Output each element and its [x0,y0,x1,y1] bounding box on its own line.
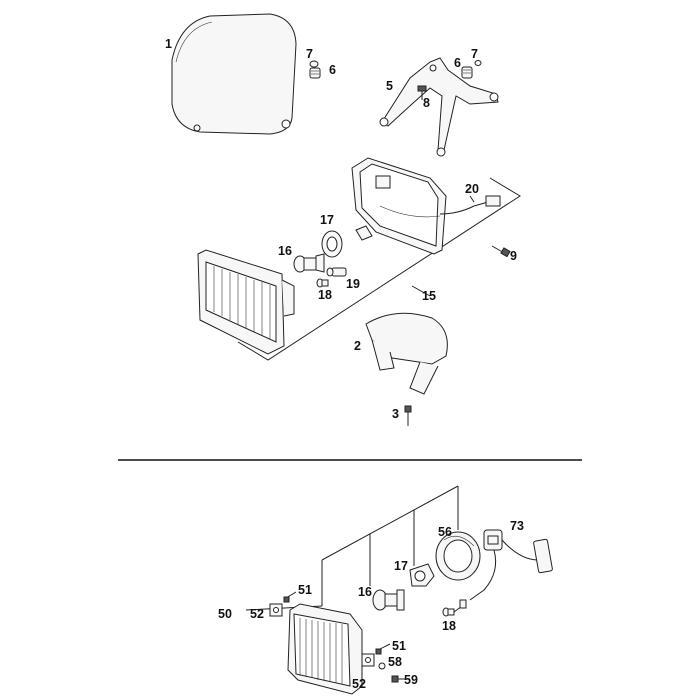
part-6-7-bushing-right [461,60,482,79]
label-part-16: 16 [278,244,292,258]
label-part-6: 6 [329,63,336,77]
label-part-17-lower: 17 [394,559,408,573]
label-part-50: 50 [218,607,232,621]
part-19-socket [326,267,347,277]
label-part-73: 73 [510,519,524,533]
part-16-bulb [293,253,325,273]
part-17-holder [321,225,373,258]
part-59-screw [391,675,410,683]
label-part-51-top: 51 [298,583,312,597]
label-part-7: 7 [306,47,313,61]
part-8-bolt [417,85,427,100]
part-17-holder-lower [409,563,435,587]
label-part-52-bottom: 52 [352,677,366,691]
label-part-7-right: 7 [471,47,478,61]
part-15-housing [351,157,447,255]
part-18-bulb-lower [442,599,467,617]
part-18-bulb [316,278,329,288]
headlight-lens-upper [197,249,295,355]
part-3-screw [404,405,412,426]
label-part-51-bottom: 51 [392,639,406,653]
part-58-nut [378,662,386,670]
label-part-16-lower: 16 [358,585,372,599]
lower-leader-lines [245,485,459,611]
label-part-3: 3 [392,407,399,421]
label-part-58: 58 [388,655,402,669]
label-part-18-lower: 18 [442,619,456,633]
part-5-bracket [379,57,499,157]
part-52-adjuster-top [269,603,283,617]
label-part-19: 19 [346,277,360,291]
label-part-5: 5 [386,79,393,93]
label-part-8: 8 [423,96,430,110]
part-9-screw [491,245,511,258]
part-1-mask [171,13,297,135]
label-part-17: 17 [320,213,334,227]
label-part-6-right: 6 [454,56,461,70]
part-16-bulb-lower [372,589,405,611]
part-56-ring [435,531,481,581]
label-part-15: 15 [422,289,436,303]
label-part-56: 56 [438,525,452,539]
headlight-lens-lower [287,603,363,695]
part-52-adjuster-bottom [361,653,375,667]
label-part-18: 18 [318,288,332,302]
label-part-59: 59 [404,673,418,687]
part-20-connector [439,195,501,215]
label-part-20: 20 [465,182,479,196]
part-6-7-bushing-left [309,60,321,79]
part-2-cover [365,312,448,395]
label-part-9: 9 [510,249,517,263]
upper-assembly: 1 7 6 5 8 6 7 20 17 9 16 19 18 15 2 3 [165,13,521,426]
part-15-group-outline [237,177,521,361]
label-part-52-top: 52 [250,607,264,621]
lower-assembly: 56 73 17 16 51 50 52 18 51 58 52 59 [218,485,553,695]
part-51-screw-top [283,591,297,603]
part-51-screw-bottom [375,643,391,655]
label-part-1: 1 [165,37,172,51]
label-part-2: 2 [354,339,361,353]
part-73-harness [469,529,553,601]
